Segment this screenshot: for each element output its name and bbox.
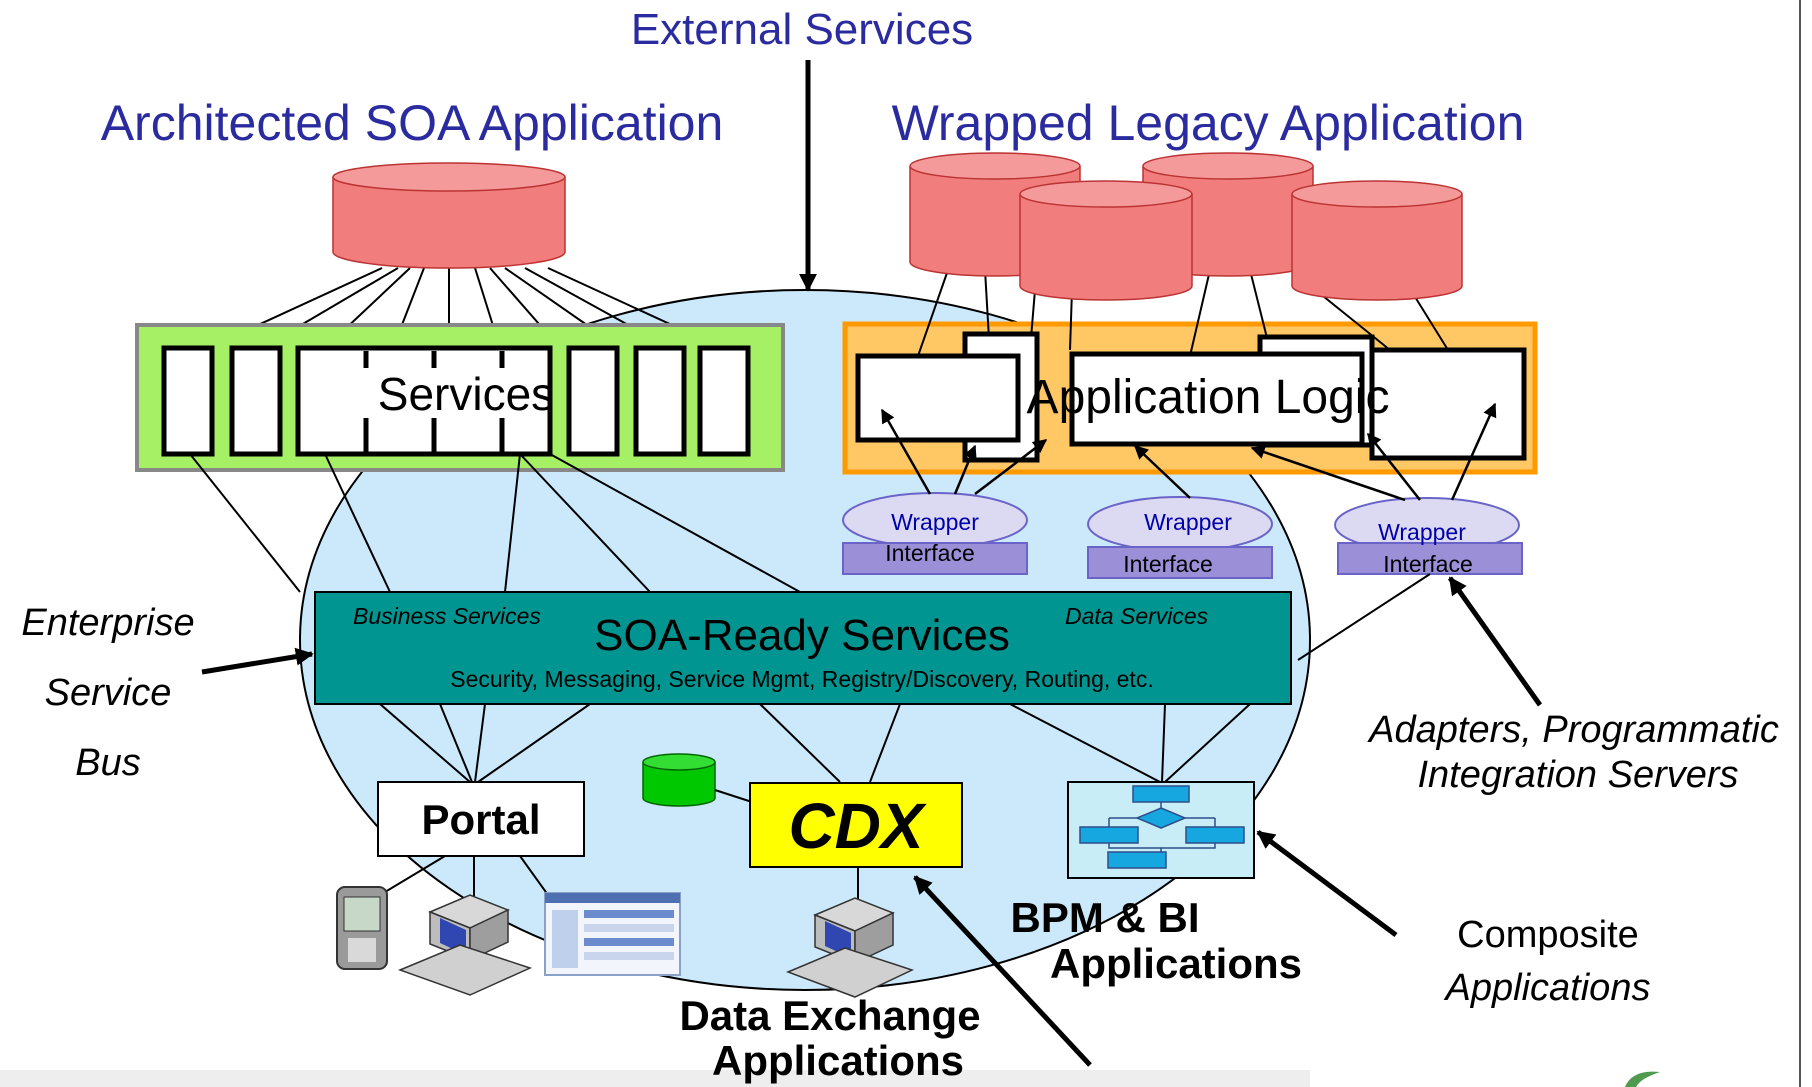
- cdx-pointer-arrow: [913, 875, 1092, 1067]
- composite-label-line1: Composite: [1457, 914, 1639, 956]
- soa-ready-services-bar: [314, 591, 1292, 705]
- desktop-computer-icon: [397, 894, 533, 996]
- svg-text:Interface: Interface: [1383, 551, 1473, 577]
- esb-arrow: [201, 647, 314, 675]
- flowchart-icon: [1079, 785, 1245, 869]
- svg-text:Interface: Interface: [885, 540, 975, 566]
- composite-label-line2: Applications: [1444, 967, 1651, 1009]
- wrapper-interface: Wrapper Interface: [842, 492, 1028, 575]
- svg-text:Wrapper: Wrapper: [1144, 509, 1232, 535]
- title-architected-soa: Architected SOA Application: [101, 95, 724, 151]
- database-icon: [332, 162, 566, 269]
- soa-ready-services-subtitle: Security, Messaging, Service Mgmt, Regis…: [450, 666, 1153, 692]
- desktop-computer-icon: [785, 897, 915, 998]
- application-logic-label: Application Logic: [1027, 371, 1390, 424]
- services-label: Services: [378, 368, 554, 420]
- bpm-label-line2: Applications: [1050, 940, 1302, 987]
- svg-text:Wrapper: Wrapper: [891, 509, 979, 535]
- soa-ready-services-title: SOA-Ready Services: [594, 611, 1010, 660]
- esb-label-line2: Service: [45, 672, 172, 714]
- esb-label-line3: Bus: [75, 742, 140, 784]
- adapters-label-line1: Adapters, Programmatic: [1367, 709, 1779, 751]
- wrapper-arrows: [880, 402, 1497, 502]
- title-external-services: External Services: [631, 5, 973, 54]
- database-icon: [1019, 180, 1193, 301]
- application-logic-blocks: [855, 331, 1527, 463]
- adapters-label-line2: Integration Servers: [1417, 754, 1738, 796]
- cdx-label: CDX: [788, 790, 926, 862]
- portal-device-lines: [379, 855, 549, 900]
- esb-to-components-lines: [379, 703, 1251, 783]
- adapters-arrow: [1447, 576, 1543, 707]
- database-icon: [642, 753, 716, 807]
- soa-to-esb-lines: [189, 453, 1431, 661]
- wrapper-interface: Wrapper Interface: [1087, 496, 1273, 579]
- legacy-db-lines: [917, 269, 1449, 357]
- title-wrapped-legacy: Wrapped Legacy Application: [892, 95, 1525, 151]
- application-screenshot-icon: [544, 892, 681, 976]
- data-exchange-label-line1: Data Exchange: [679, 992, 980, 1039]
- portal-box: [377, 781, 585, 857]
- bpm-label-line1: BPM & BI: [1011, 894, 1200, 941]
- composite-arrow: [1256, 829, 1398, 938]
- database-icon: [1291, 180, 1463, 301]
- data-services-label: Data Services: [1065, 603, 1209, 629]
- esb-label-line1: Enterprise: [21, 602, 194, 644]
- svg-text:Wrapper: Wrapper: [1378, 519, 1466, 545]
- logo-leaf-icon: [1625, 1071, 1660, 1087]
- portal-label: Portal: [421, 796, 540, 843]
- data-exchange-label-line2: Applications: [712, 1037, 964, 1084]
- svg-text:Interface: Interface: [1123, 551, 1213, 577]
- business-services-label: Business Services: [353, 603, 541, 629]
- cdx-box: [749, 782, 963, 868]
- mobile-device-icon: [336, 886, 388, 970]
- footer-strip: [0, 1070, 1310, 1087]
- wrapper-interface: Wrapper Interface: [1334, 497, 1523, 577]
